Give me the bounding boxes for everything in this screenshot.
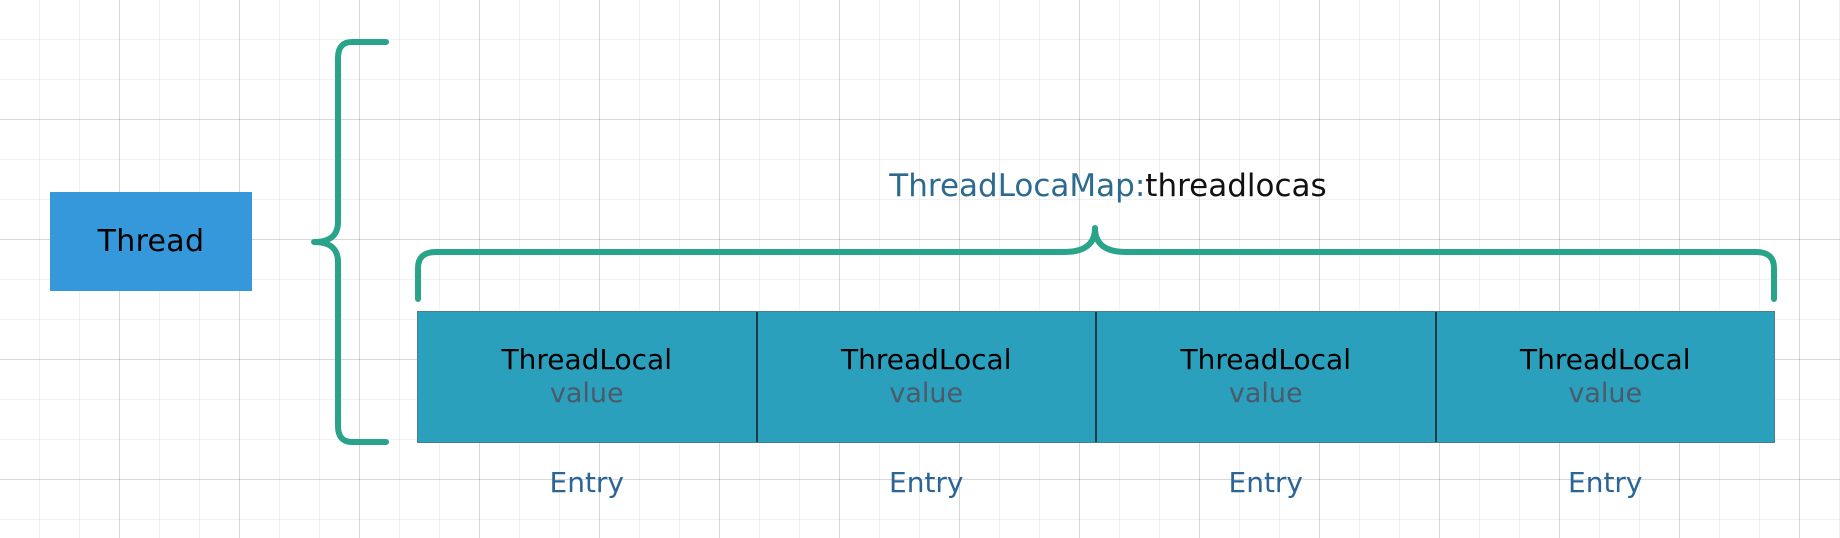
entry-cell-key-label: ThreadLocal <box>501 342 672 376</box>
entry-cell-value-label: value <box>549 377 624 409</box>
entry-caption: Entry <box>889 466 964 499</box>
entry-caption: Entry <box>1568 466 1643 499</box>
entry-caption-row: Entry Entry Entry Entry <box>417 466 1775 499</box>
entry-cell: ThreadLocal value <box>418 312 758 442</box>
threadlocalmap-title-inner: ThreadLocaMap:threadlocas <box>889 168 1326 204</box>
threadlocalmap-span-brace <box>415 225 1777 302</box>
entry-table: ThreadLocal value ThreadLocal value Thre… <box>417 311 1775 443</box>
entry-caption: Entry <box>549 466 625 499</box>
entry-cell-value-label: value <box>889 377 964 409</box>
entry-cell: ThreadLocal value <box>1436 312 1774 442</box>
threadlocalmap-type-label: ThreadLocaMap: <box>889 168 1146 204</box>
thread-box-label: Thread <box>97 224 205 259</box>
entry-cell-value-label: value <box>1568 377 1643 409</box>
thread-box: Thread <box>50 192 252 291</box>
threadlocalmap-field-label: threadlocas <box>1145 168 1327 204</box>
entry-cell-key-label: ThreadLocal <box>841 342 1012 376</box>
thread-grouping-brace <box>311 39 389 445</box>
entry-cell-key-label: ThreadLocal <box>1520 342 1691 376</box>
entry-cell: ThreadLocal value <box>1097 312 1437 442</box>
entry-cell: ThreadLocal value <box>757 312 1097 442</box>
entry-cell-key-label: ThreadLocal <box>1180 342 1351 376</box>
entry-caption: Entry <box>1228 466 1304 499</box>
entry-cell-value-label: value <box>1228 377 1303 409</box>
threadlocalmap-title: ThreadLocaMap:threadlocas <box>0 168 1840 204</box>
